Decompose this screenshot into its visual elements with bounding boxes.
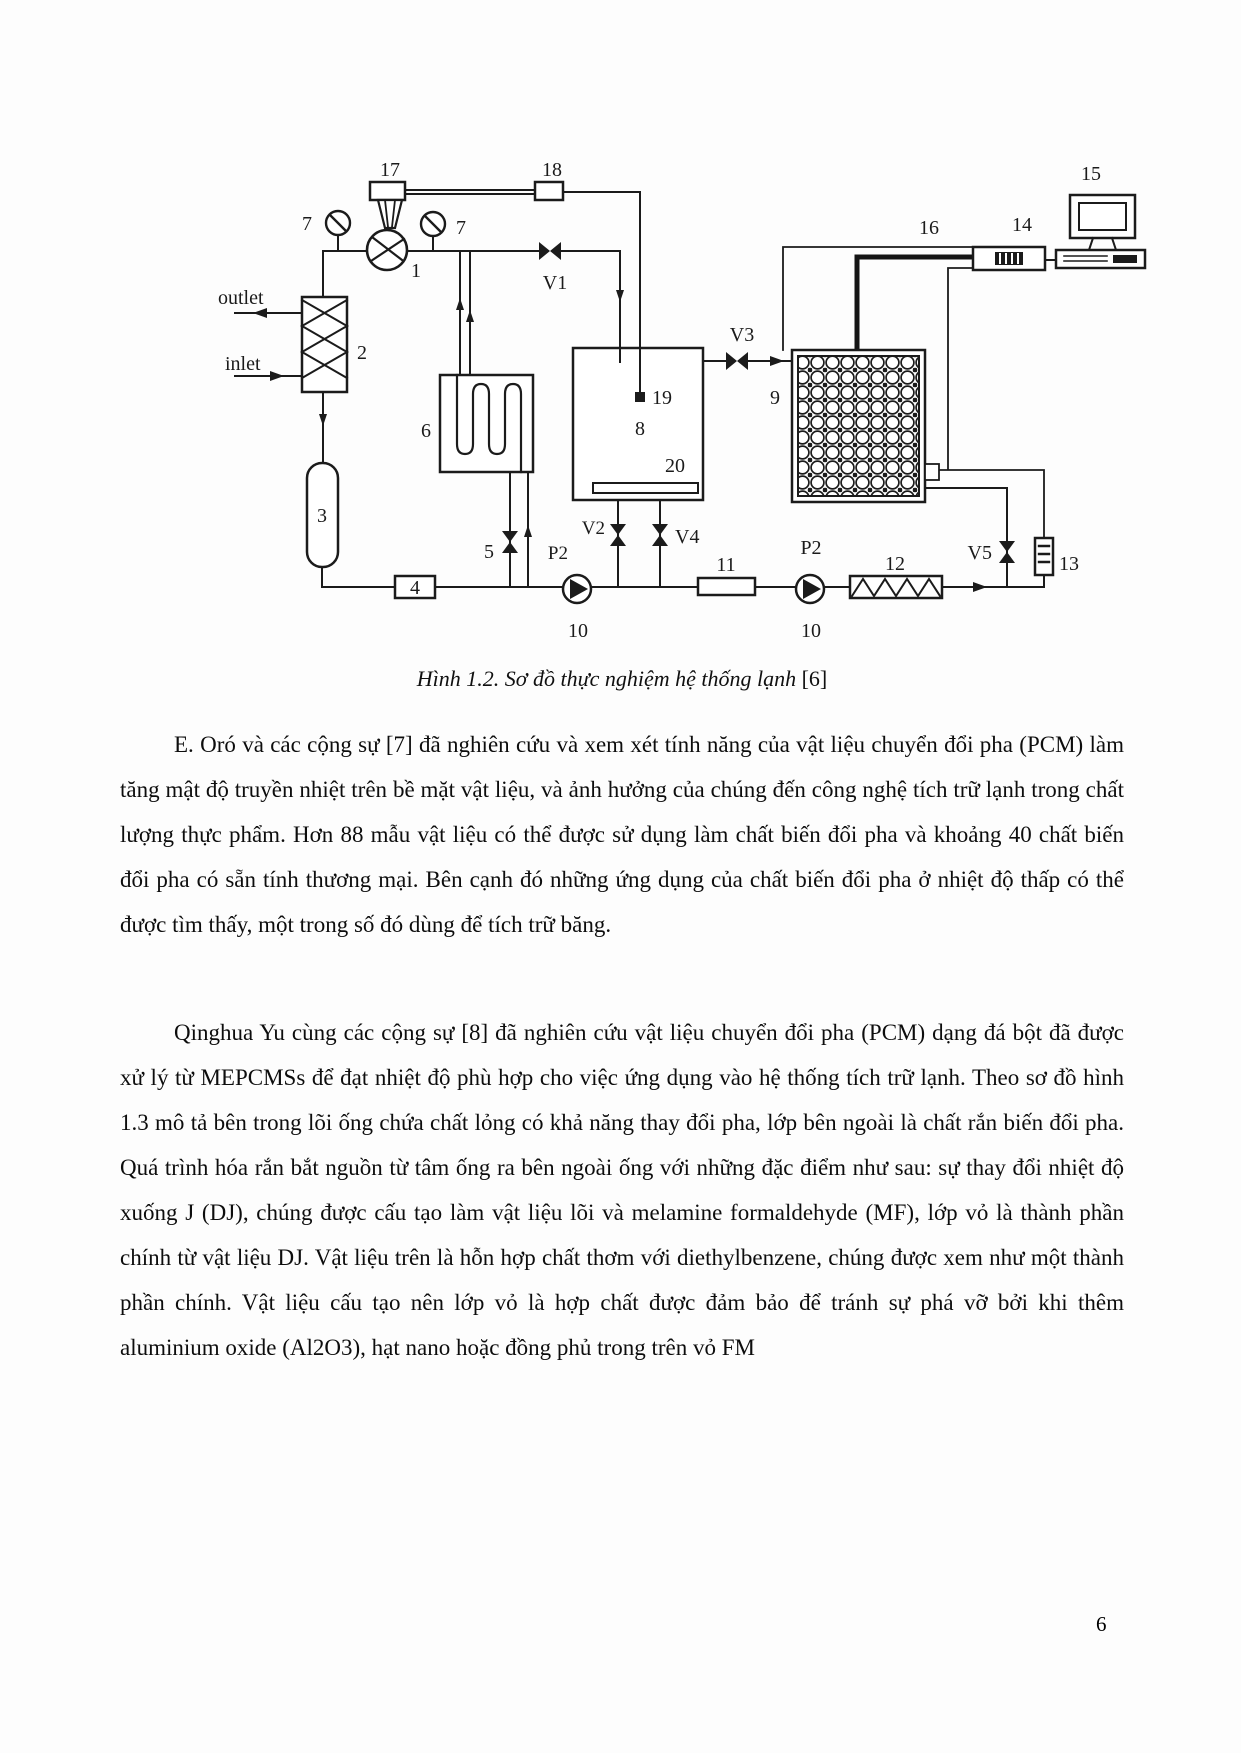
label-7-right: 7: [456, 217, 466, 239]
paragraph-2: Qinghua Yu cùng các cộng sự [8] đã nghiê…: [120, 1020, 1124, 1360]
plate-20: [592, 482, 699, 494]
pressure-gauge-icon: [419, 210, 447, 238]
label-outlet: outlet: [218, 287, 264, 309]
label-inlet: inlet: [225, 353, 261, 375]
label-p2-left: P2: [548, 543, 568, 564]
label-2: 2: [357, 342, 367, 364]
label-9: 9: [770, 387, 780, 409]
label-3: 3: [317, 505, 327, 527]
label-20: 20: [665, 455, 685, 477]
refrigeration-system-diagram: 17 18 7 7 1 V1 outlet inlet 2 3 6 5 4 P2…: [195, 130, 1155, 650]
filter-4: [393, 574, 437, 600]
label-15: 15: [1081, 163, 1101, 185]
pressure-gauge-icon: [324, 209, 352, 237]
evaporator-6: [438, 250, 535, 474]
label-11: 11: [716, 554, 735, 576]
label-10-right: 10: [801, 620, 821, 642]
label-v1: V1: [543, 272, 567, 294]
valve-5: [502, 531, 518, 553]
pump-10-right: [794, 573, 826, 605]
valve-v4: [652, 524, 668, 546]
label-v5: V5: [968, 542, 992, 564]
tank-8: [571, 346, 705, 502]
label-18: 18: [542, 159, 562, 181]
pump-10-left: [561, 573, 593, 605]
sight-glass-13: [1033, 536, 1055, 577]
label-13: 13: [1059, 553, 1079, 575]
label-14: 14: [1012, 214, 1032, 236]
paragraph-1: E. Oró và các cộng sự [7] đã nghiên cứu …: [120, 732, 1124, 937]
data-cable-16: [854, 254, 976, 353]
label-10-left: 10: [568, 620, 588, 642]
sensor-box-18: [533, 180, 565, 202]
label-7-left: 7: [302, 213, 312, 235]
label-4: 4: [410, 577, 420, 599]
label-5: 5: [484, 541, 494, 563]
valve-v2: [610, 524, 626, 546]
label-8: 8: [635, 418, 645, 440]
computer-icon: [1054, 193, 1147, 270]
heat-exchanger-2: [234, 295, 349, 394]
diagram-labels: 17 18 7 7 1 V1 outlet inlet 2 3 6 5 4 P2…: [218, 159, 1101, 642]
valve-v3: [726, 352, 748, 370]
data-logger-14: [971, 245, 1057, 272]
figure-caption-text: Hình 1.2. Sơ đồ thực nghiệm hệ thống lạn…: [416, 666, 797, 691]
label-6: 6: [421, 420, 431, 442]
valve-v1: [539, 242, 561, 260]
label-v3: V3: [730, 324, 754, 346]
pcm-storage-tank-9: [790, 348, 940, 504]
label-16: 16: [919, 217, 939, 239]
label-19: 19: [652, 387, 672, 409]
valve-v5: [999, 541, 1015, 563]
heater-12: [848, 574, 944, 600]
sensor-19: [635, 392, 645, 402]
label-p2-right: P2: [800, 537, 821, 559]
oil-separator-17: [368, 180, 407, 230]
schematic-svg: 17 18 7 7 1 V1 outlet inlet 2 3 6 5 4 P2…: [218, 159, 1147, 642]
compressor-icon: [365, 228, 409, 272]
receiver-3: [305, 461, 340, 569]
figure-caption: Hình 1.2. Sơ đồ thực nghiệm hệ thống lạn…: [120, 666, 1124, 692]
page-number: 6: [1096, 1612, 1107, 1636]
label-17: 17: [380, 159, 400, 181]
label-12: 12: [885, 553, 905, 575]
label-v2: V2: [582, 518, 605, 539]
label-v4: V4: [675, 526, 699, 548]
label-1: 1: [411, 260, 421, 282]
figure-caption-reference: [6]: [796, 666, 828, 691]
flow-meter-11: [696, 576, 757, 597]
